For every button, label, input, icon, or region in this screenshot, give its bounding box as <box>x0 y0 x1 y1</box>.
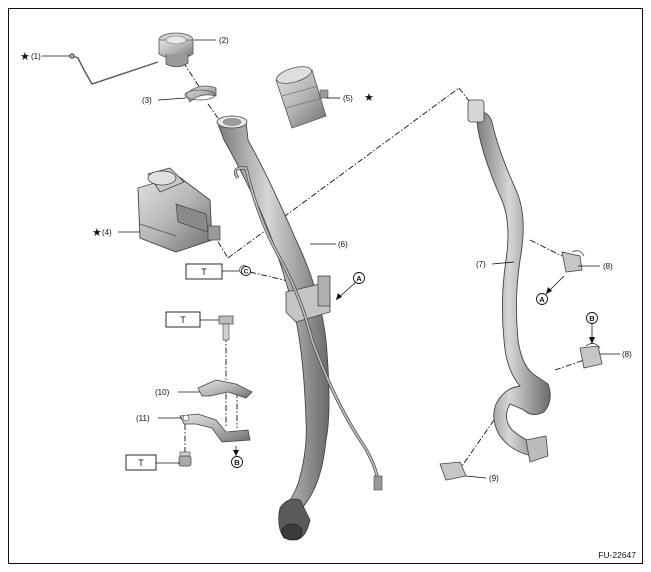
callout-8-lower: (8) <box>622 350 632 359</box>
callout-5: (5) <box>343 94 353 103</box>
callout-9: (9) <box>489 474 499 483</box>
part-8-clip-lower <box>579 343 603 369</box>
part-4-fuel-lid-actuator <box>137 167 221 253</box>
torque-box-3: T <box>125 454 157 471</box>
torque-box-1-label: T <box>201 267 207 277</box>
torque-box-2-label: T <box>180 315 186 325</box>
part-5-filler-sleeve <box>275 66 329 129</box>
figure-code: FU-22647 <box>598 550 636 560</box>
marker-a-lower-label: A <box>539 295 545 304</box>
marker-b-lower-label: B <box>234 458 240 467</box>
marker-a-upper-label: A <box>356 274 362 283</box>
part-7-vent-hose <box>467 99 551 463</box>
callout-7: (7) <box>476 260 486 269</box>
marker-a-upper: A <box>353 272 365 284</box>
callout-4: (4) <box>102 228 112 237</box>
callout-1: (1) <box>31 52 41 61</box>
marker-c: C <box>241 266 251 276</box>
callout-6: (6) <box>338 240 348 249</box>
arrowheads <box>233 287 595 456</box>
part-10-bracket <box>197 379 253 399</box>
marker-b-upper: B <box>586 312 598 324</box>
star-1: ★ <box>20 50 30 63</box>
callout-10: (10) <box>155 388 170 397</box>
part-8-clip-upper <box>561 250 585 273</box>
part-6-fuel-filler-pipe <box>216 115 383 541</box>
part-3-filler-ring <box>184 85 217 103</box>
star-4: ★ <box>92 226 102 239</box>
marker-b-upper-label: B <box>589 314 595 323</box>
star-5: ★ <box>364 91 374 104</box>
part-11-bracket <box>179 413 251 443</box>
dashed-assembly-lines <box>182 61 585 467</box>
bolt-lower <box>178 451 192 467</box>
torque-box-1: T <box>185 263 223 280</box>
marker-b-lower: B <box>231 456 243 468</box>
marker-a-lower: A <box>536 293 548 305</box>
marker-c-label: C <box>244 269 249 276</box>
torque-box-3-label: T <box>138 458 144 468</box>
callout-3: (3) <box>142 96 152 105</box>
part-2-fuel-cap <box>158 32 194 68</box>
callout-8-upper: (8) <box>603 262 613 271</box>
callout-2: (2) <box>219 36 229 45</box>
callout-11: (11) <box>136 414 150 423</box>
torque-box-2: T <box>165 311 201 328</box>
